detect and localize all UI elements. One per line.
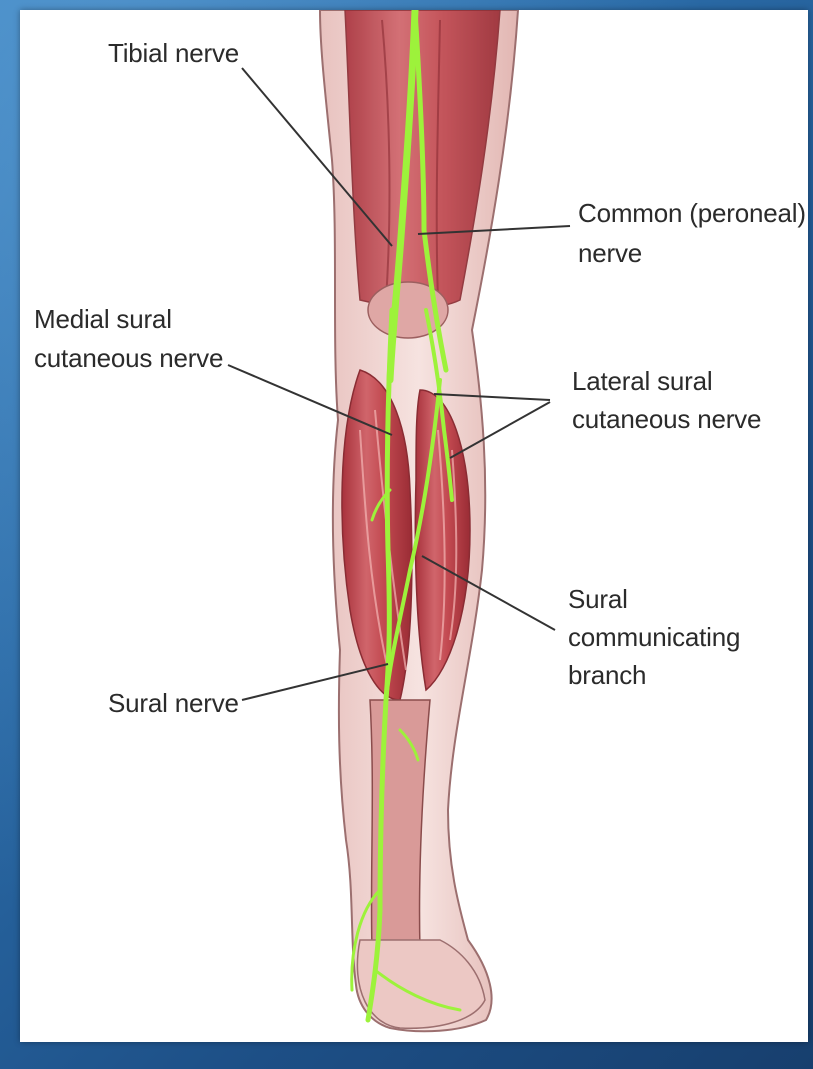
figure-panel: Tibial nerve Common (peroneal) nerve Med… [20,10,808,1042]
label-sural-communicating-line2: communicating [568,622,740,652]
label-tibial-nerve: Tibial nerve [108,38,239,68]
label-sural-communicating-line3: branch [568,660,646,690]
leg-anatomy-diagram: Tibial nerve Common (peroneal) nerve Med… [20,10,808,1042]
label-lateral-sural-line2: cutaneous nerve [572,404,761,434]
label-medial-sural-line2: cutaneous nerve [34,343,223,373]
label-lateral-sural-line1: Lateral sural [572,366,712,396]
label-sural-nerve: Sural nerve [108,688,239,718]
label-sural-communicating-line1: Sural [568,584,628,614]
label-common-peroneal-line2: nerve [578,238,642,268]
label-common-peroneal-line1: Common (peroneal) [578,198,806,228]
label-medial-sural-line1: Medial sural [34,304,172,334]
